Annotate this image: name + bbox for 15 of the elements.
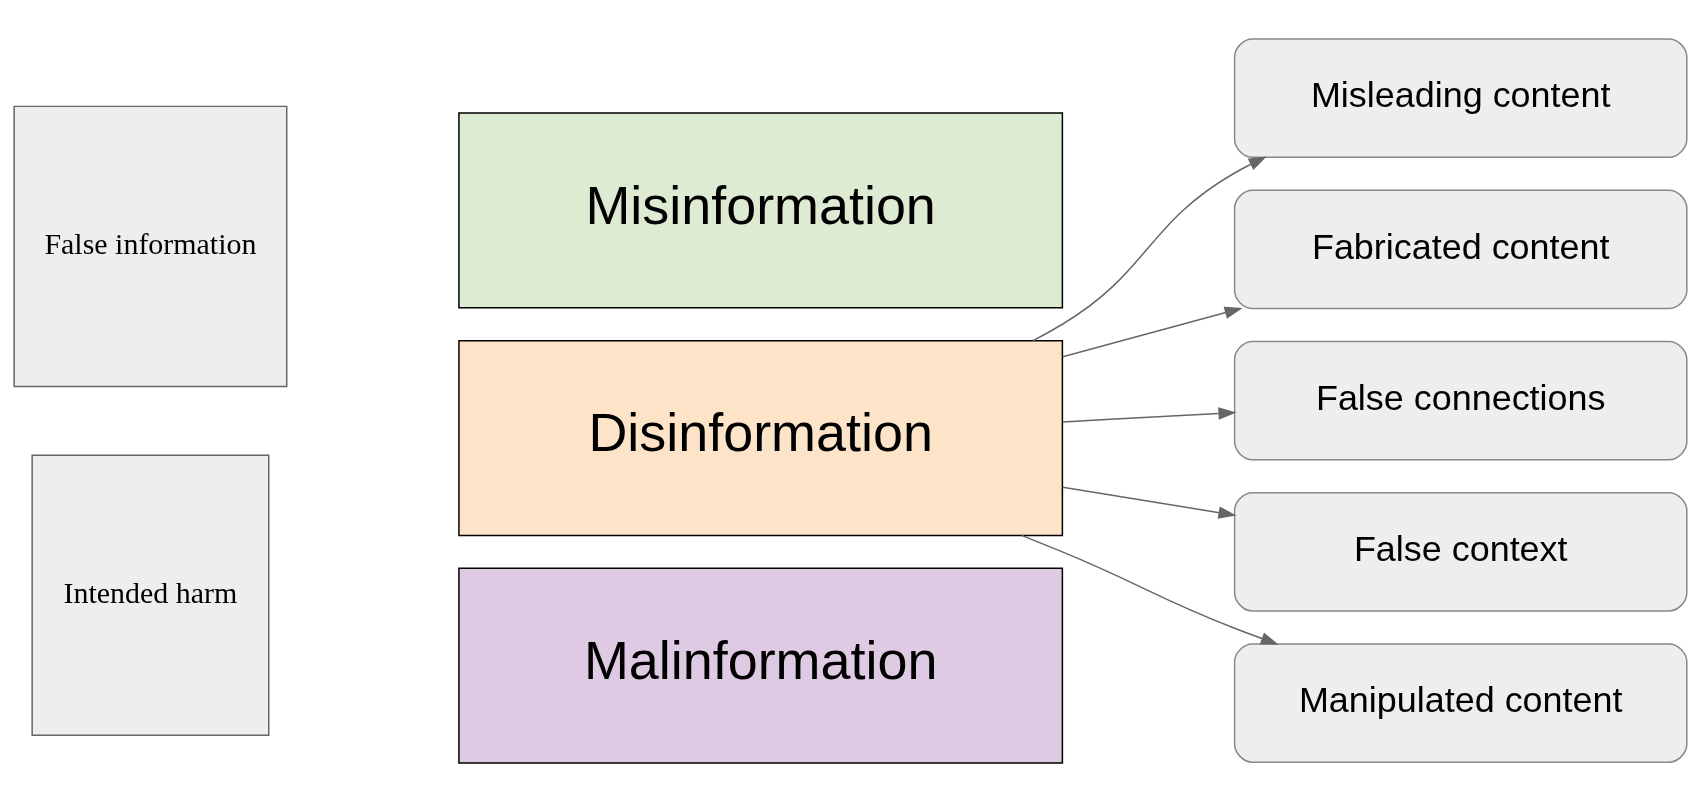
node-box: Fabricated content	[1233, 189, 1688, 310]
arrow	[1032, 156, 1267, 342]
node-box: False information	[13, 105, 288, 388]
node-box: Disinformation	[458, 340, 1064, 537]
node-box: Misleading content	[1233, 38, 1688, 159]
node-box: Misinformation	[458, 112, 1064, 309]
node-box: Malinformation	[458, 567, 1064, 764]
arrow	[1020, 534, 1279, 645]
arrow	[1062, 486, 1237, 519]
arrow	[1062, 407, 1237, 423]
node-box: False context	[1233, 491, 1688, 612]
arrow	[1062, 306, 1243, 358]
node-box: Intended harm	[31, 454, 270, 737]
node-box: False connections	[1233, 340, 1688, 461]
node-box: Manipulated content	[1233, 643, 1688, 763]
